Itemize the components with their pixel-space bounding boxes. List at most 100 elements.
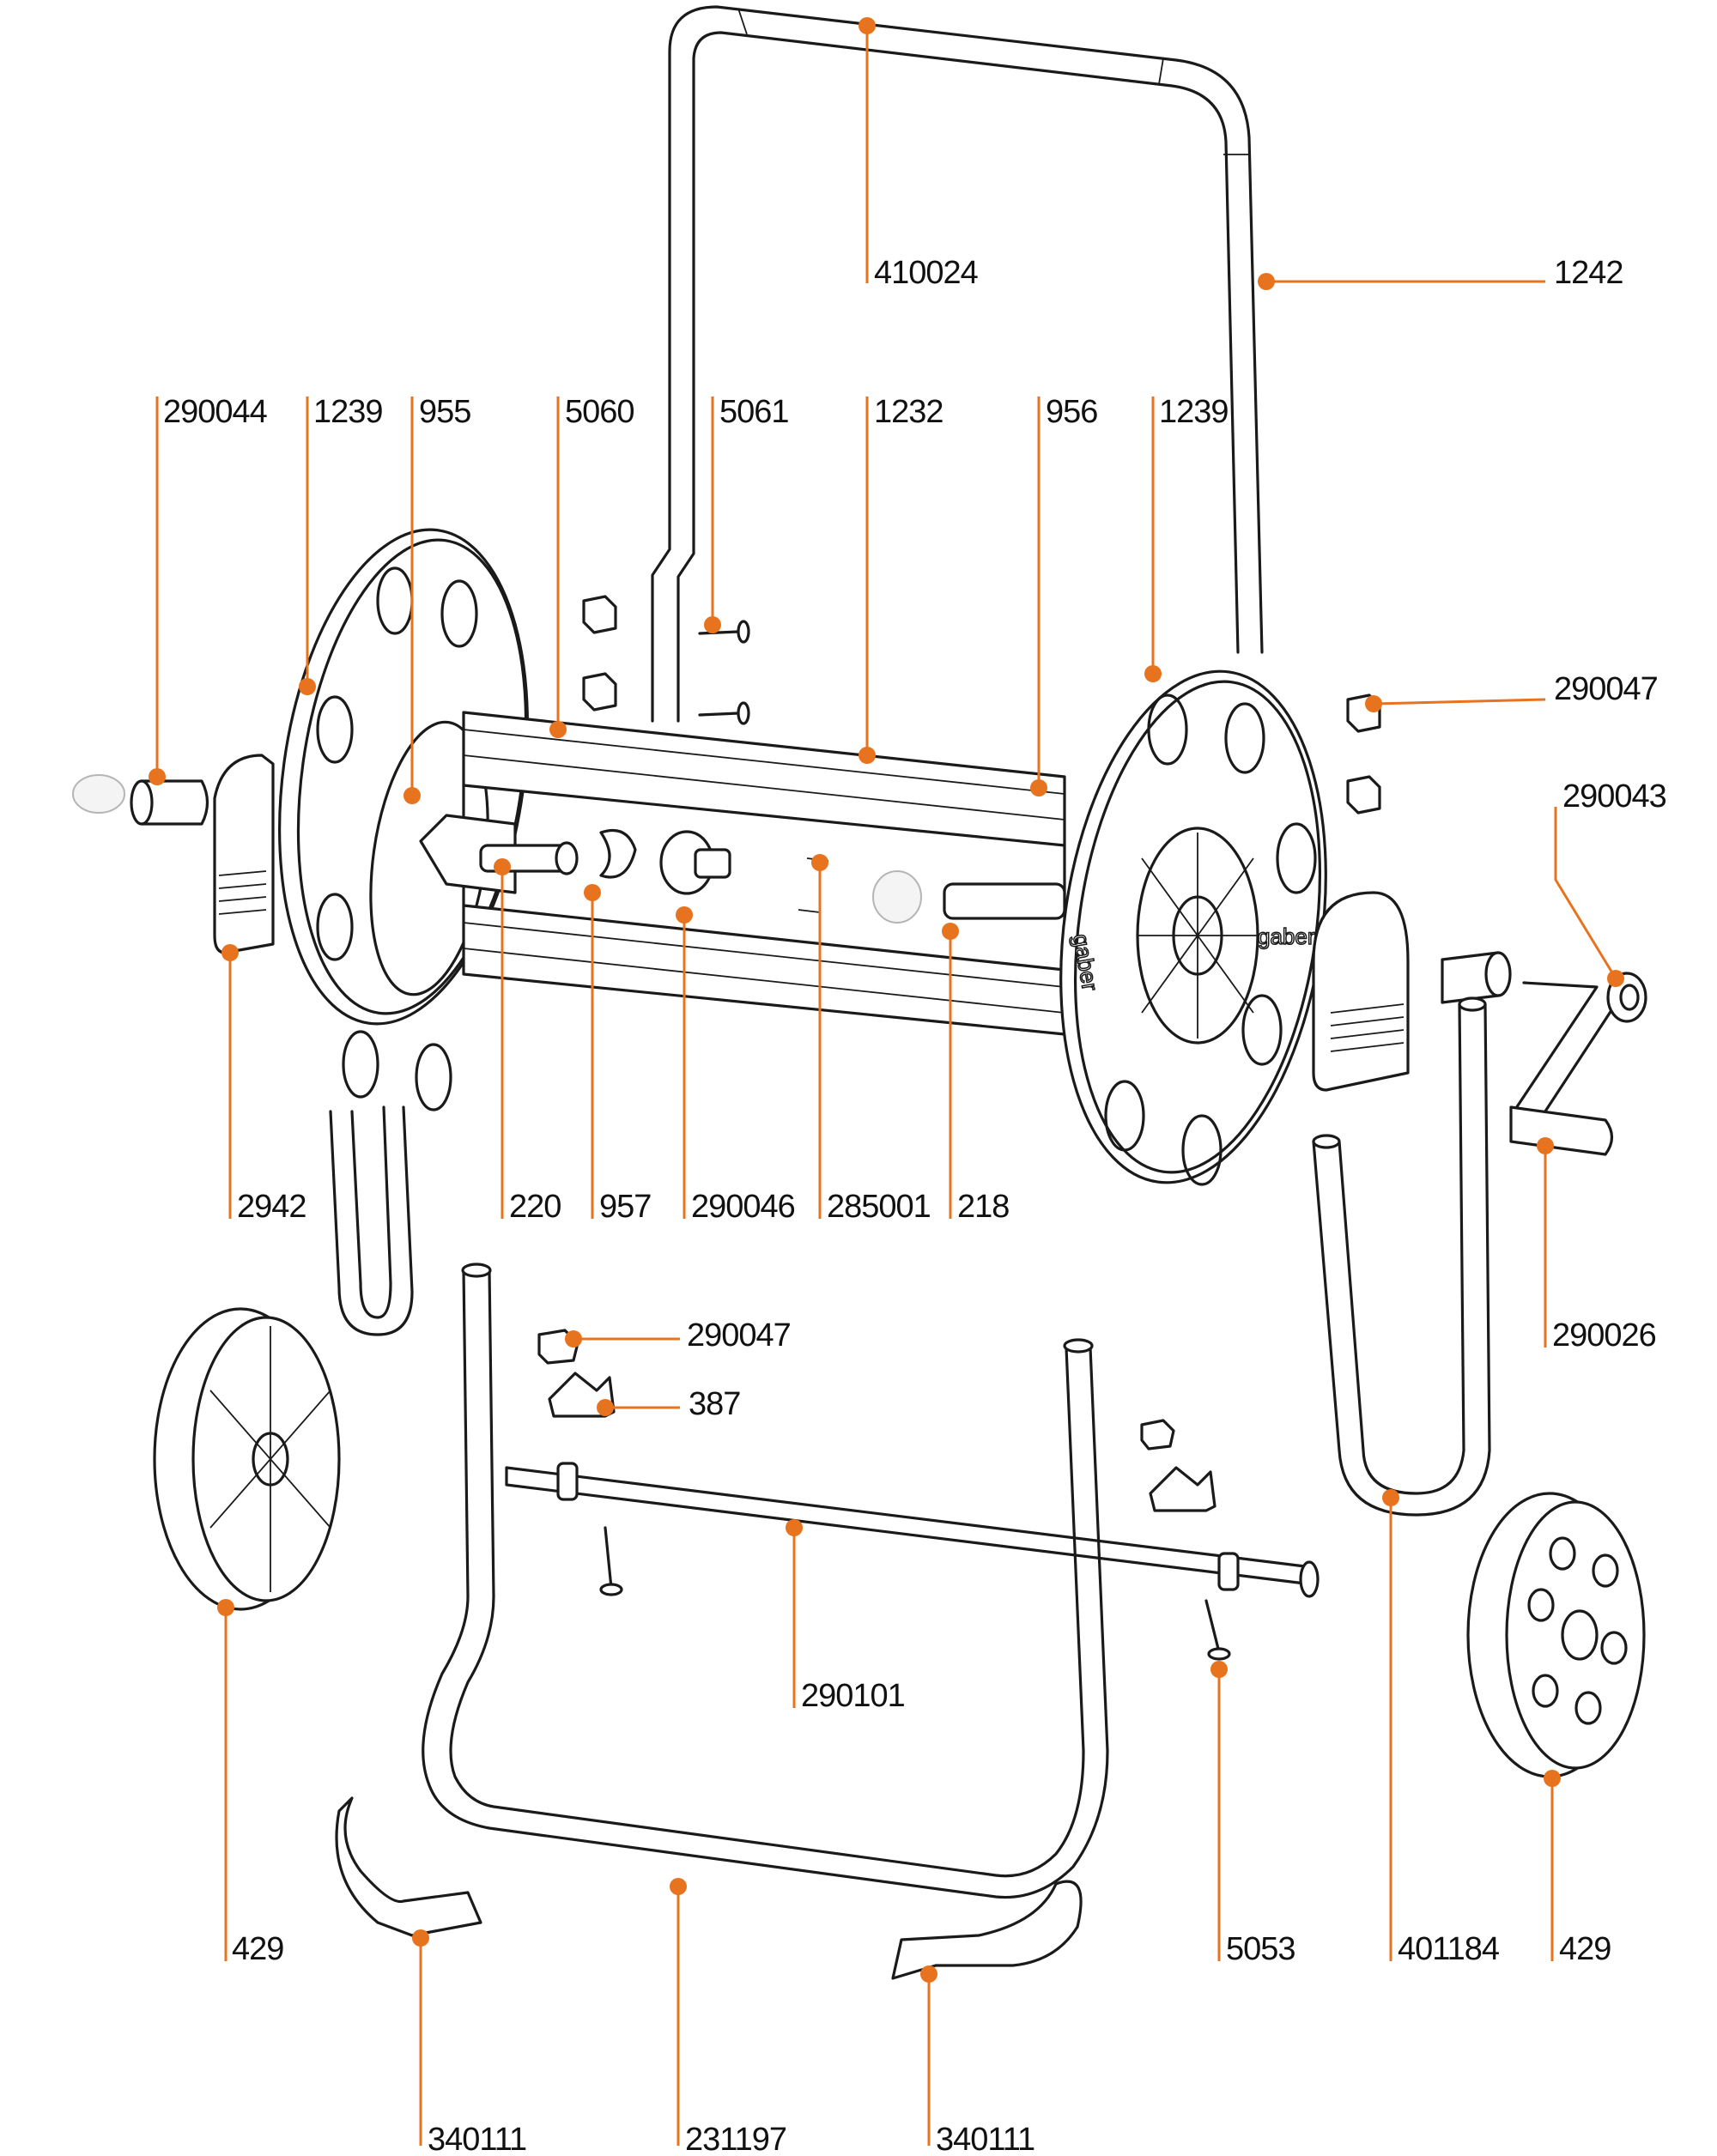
callout-dot	[221, 944, 239, 961]
part-number-label: 1239	[313, 394, 383, 430]
callout-290047: 290047	[565, 1317, 792, 1354]
callout-dot	[217, 1599, 234, 1616]
callout-5060: 5060	[549, 394, 635, 738]
callout-dot	[565, 1330, 582, 1348]
brand-mark-right: gaber	[1258, 924, 1315, 949]
part-number-label: 290046	[691, 1189, 795, 1225]
callout-dot	[920, 1965, 937, 1983]
callout-dot	[1365, 695, 1382, 712]
callout-dot	[1030, 779, 1047, 796]
foot-340111-right	[891, 1880, 1083, 1980]
callout-290043: 290043	[1554, 778, 1667, 987]
callout-dot	[299, 678, 316, 695]
part-number-label: 218	[957, 1189, 1009, 1225]
callout-dot	[1537, 1137, 1554, 1154]
callout-957: 957	[584, 884, 652, 1225]
part-number-label: 290043	[1562, 778, 1666, 815]
callout-1239: 1239	[1144, 394, 1229, 682]
part-number-label: 5053	[1226, 1931, 1295, 1967]
part-number-label: 1242	[1554, 255, 1623, 291]
callout-dot	[676, 906, 693, 924]
callout-dot	[1382, 1489, 1399, 1506]
callout-429: 429	[1544, 1770, 1611, 1967]
callout-dot	[494, 858, 511, 875]
callout-1239: 1239	[299, 394, 384, 695]
callout-dot	[1544, 1770, 1561, 1787]
callout-290101: 290101	[786, 1519, 906, 1714]
crank-grip-290026	[1509, 1105, 1614, 1156]
part-number-label: 290026	[1552, 1317, 1656, 1354]
reel-disc-left	[278, 528, 529, 1111]
callout-429: 429	[217, 1599, 284, 1967]
part-number-label: 401184	[1398, 1931, 1500, 1967]
part-number-label: 429	[1559, 1931, 1611, 1967]
bearing-housing-left	[213, 754, 275, 954]
clamp-387-right	[1149, 1466, 1216, 1512]
leader-line	[1373, 698, 1546, 706]
part-number-label: 2942	[237, 1189, 306, 1225]
callout-dot	[858, 747, 876, 764]
part-number-label: 290047	[1554, 671, 1658, 707]
wheel-left-429	[153, 1307, 341, 1611]
part-number-label: 956	[1046, 394, 1097, 430]
callout-5053: 5053	[1210, 1661, 1296, 1967]
callout-dot	[1258, 273, 1275, 290]
callouts: 410024 1242 290044 1239 955 5060 5061 1232 956 12…	[149, 17, 1667, 2156]
callout-dot	[584, 884, 601, 901]
callout-dot	[597, 1399, 614, 1416]
screw-5061-a	[698, 630, 740, 635]
part-number-label: 290047	[687, 1317, 791, 1354]
callout-955: 955	[403, 394, 471, 804]
callout-285001: 285001	[811, 854, 931, 1225]
part-number-label: 290044	[163, 394, 268, 430]
callout-dot	[1210, 1661, 1228, 1678]
callout-290026: 290026	[1537, 1137, 1657, 1354]
callout-387: 387	[597, 1386, 741, 1422]
screw-5061-b	[698, 712, 740, 717]
callout-dot	[942, 923, 959, 940]
callout-dot	[403, 787, 421, 804]
callout-dot	[549, 721, 567, 738]
callout-2942: 2942	[221, 944, 307, 1225]
part-number-label: 955	[419, 394, 470, 430]
cap-290047-d	[1140, 1419, 1175, 1450]
base-frame-231197	[422, 1269, 1109, 1899]
part-number-label: 387	[689, 1386, 740, 1422]
part-number-label: 1232	[874, 394, 943, 430]
handle-frame-1242	[651, 5, 1264, 723]
part-number-label: 410024	[874, 255, 979, 291]
callout-340111: 340111	[412, 1929, 527, 2156]
part-number-label: 957	[599, 1189, 651, 1225]
callout-290044: 290044	[149, 394, 269, 785]
callout-dot	[670, 1878, 687, 1895]
crank-handle	[1509, 981, 1620, 1126]
callout-1242: 1242	[1258, 255, 1624, 291]
callout-1232: 1232	[858, 394, 944, 764]
callout-dot	[1607, 970, 1624, 987]
callout-dot	[704, 616, 721, 633]
callout-dot	[1144, 665, 1162, 682]
part-number-label: 1239	[1159, 394, 1229, 430]
callout-dot	[412, 1929, 429, 1947]
part-number-label: 340111	[428, 2122, 526, 2156]
part-number-label: 5061	[719, 394, 789, 430]
callout-dot	[811, 854, 828, 871]
callout-dot	[149, 768, 166, 785]
leg-tube-right	[1338, 1002, 1465, 1495]
callout-956: 956	[1030, 394, 1098, 796]
bushing-290044	[140, 779, 209, 826]
callout-340111: 340111	[920, 1965, 1035, 2156]
callout-290046: 290046	[676, 906, 796, 1225]
foot-340111-left	[335, 1796, 482, 1937]
callout-290047: 290047	[1365, 671, 1659, 712]
bearing-housing-right	[1312, 891, 1410, 1092]
part-number-label: 340111	[936, 2122, 1034, 2156]
part-number-label: 429	[232, 1931, 283, 1967]
part-number-label: 290101	[801, 1678, 905, 1714]
leader-line	[1554, 807, 1617, 979]
callout-410024: 410024	[858, 17, 980, 291]
part-number-label: 285001	[827, 1189, 931, 1225]
callout-dot	[858, 17, 876, 34]
callout-220: 220	[494, 858, 561, 1225]
